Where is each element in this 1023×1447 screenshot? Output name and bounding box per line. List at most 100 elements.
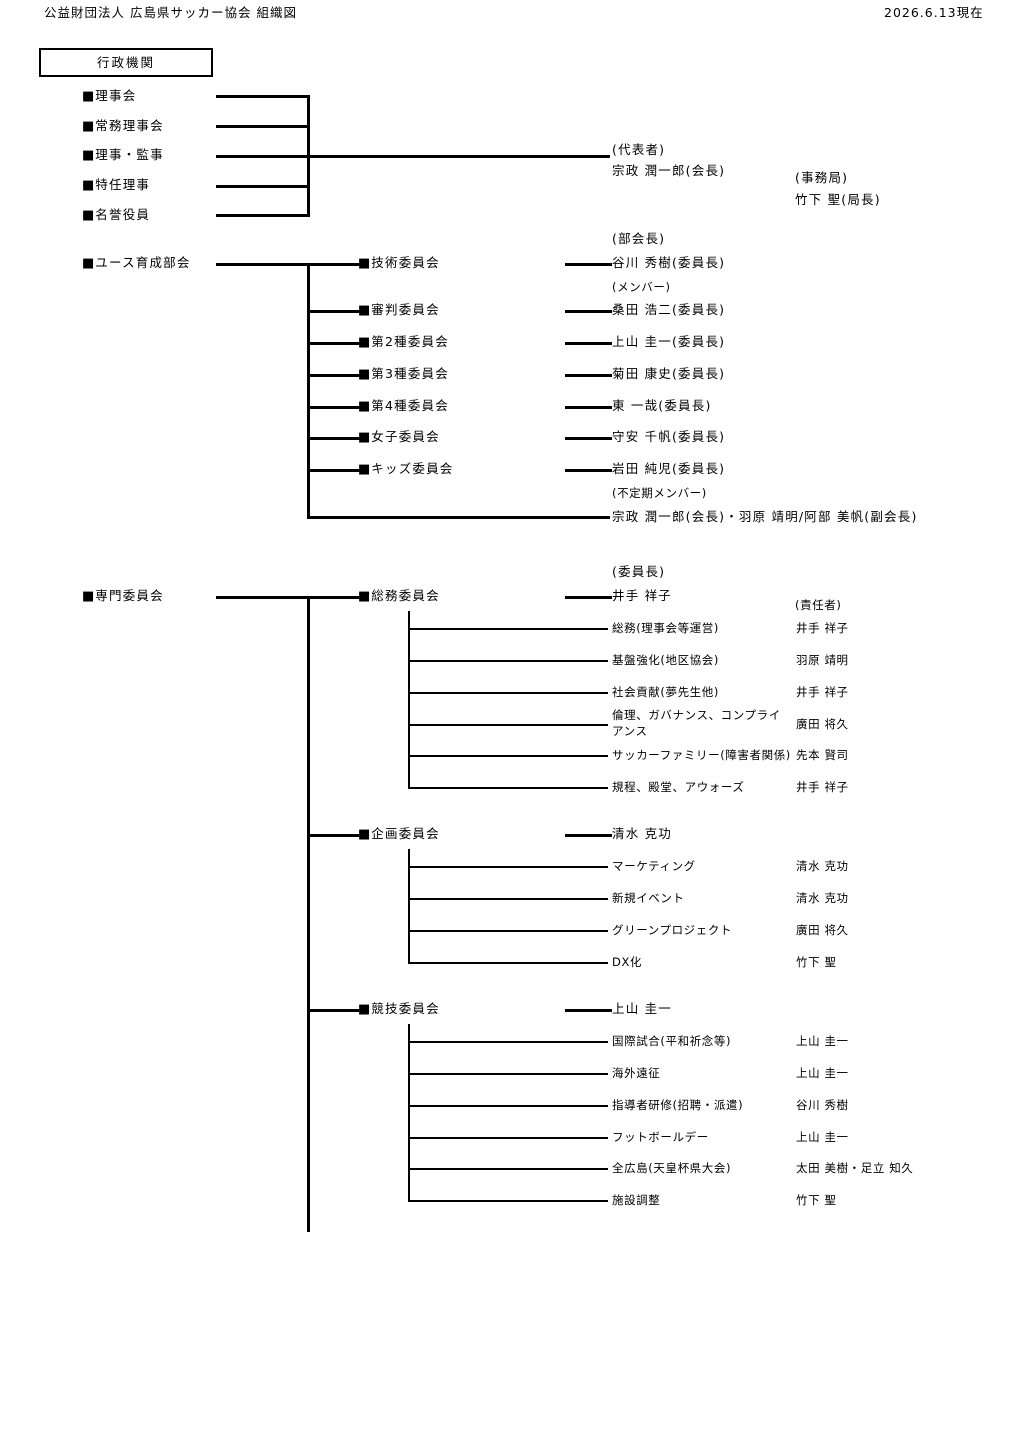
connector-line (408, 962, 608, 964)
task-name: 総務(理事会等運営) (612, 621, 719, 635)
connector-line (408, 1024, 410, 1202)
task-name: 基盤強化(地区協会) (612, 653, 719, 667)
youth-committee-name: 第3種委員会 (358, 367, 449, 382)
admin-item: 理事会 (82, 89, 136, 104)
connector-line (565, 834, 612, 837)
youth-section-label: ユース育成部会 (82, 256, 191, 271)
connector-line (307, 374, 361, 377)
connector-line (408, 724, 608, 726)
task-name: 新規イベント (612, 891, 685, 905)
connector-line (408, 1168, 608, 1170)
admin-box: 行政機関 (39, 48, 213, 77)
connector-line (307, 834, 361, 837)
youth-committee-name: 第4種委員会 (358, 399, 449, 414)
youth-committee-name: 技術委員会 (358, 256, 440, 271)
connector-line (408, 1105, 608, 1107)
specialist-committee-chair: 上山 圭一 (612, 1001, 672, 1016)
connector-line (307, 596, 310, 1232)
connector-line (408, 866, 608, 868)
connector-line (307, 469, 361, 472)
youth-irregular-members: 宗政 潤一郎(会長)・羽原 靖明/阿部 美帆(副会長) (612, 509, 918, 524)
connector-line (307, 406, 361, 409)
specialist-committee-chair: 清水 克功 (612, 826, 672, 841)
specialist-committee-chair: 井手 祥子 (612, 588, 672, 603)
task-name: 規程、殿堂、アウォーズ (612, 780, 745, 794)
connector-line (216, 185, 309, 188)
connector-line (307, 1009, 361, 1012)
task-name: 倫理、ガバナンス、コンプライ (612, 708, 781, 722)
youth-committee-name: 審判委員会 (358, 303, 440, 318)
office-heading: (事務局) (795, 170, 849, 185)
admin-item: 理事・監事 (82, 148, 164, 163)
specialist-committee-name: 競技委員会 (358, 1002, 440, 1017)
task-person: 井手 祥子 (796, 685, 849, 699)
task-person: 清水 克功 (796, 859, 849, 873)
youth-committee-name: 女子委員会 (358, 430, 440, 445)
youth-committee-name: キッズ委員会 (358, 462, 454, 477)
connector-line (408, 1200, 608, 1202)
task-person: 上山 圭一 (796, 1130, 849, 1144)
youth-chief-heading: (部会長) (612, 231, 666, 246)
connector-line (408, 1137, 608, 1139)
connector-line (408, 898, 608, 900)
specialist-chair-heading: (委員長) (612, 564, 666, 579)
task-name: 社会貢献(夢先生他) (612, 685, 719, 699)
connector-line (565, 406, 612, 409)
task-person: 竹下 聖 (796, 955, 837, 969)
task-person: 清水 克功 (796, 891, 849, 905)
task-person: 廣田 将久 (796, 717, 849, 731)
task-person: 羽原 靖明 (796, 653, 849, 667)
connector-line (565, 263, 612, 266)
connector-line (408, 930, 608, 932)
task-person: 上山 圭一 (796, 1034, 849, 1048)
admin-item: 特任理事 (82, 178, 150, 193)
specialist-resp-heading: (責任者) (795, 598, 842, 612)
task-name: マーケティング (612, 859, 696, 873)
task-name: グリーンプロジェクト (612, 923, 733, 937)
youth-committee-name: 第2種委員会 (358, 335, 449, 350)
youth-committee-chair: 谷川 秀樹(委員長) (612, 255, 726, 270)
youth-member-heading: (メンバー) (612, 280, 671, 294)
connector-line (408, 692, 608, 694)
task-name: 国際試合(平和祈念等) (612, 1034, 732, 1048)
youth-committee-chair: 桑田 浩二(委員長) (612, 302, 726, 317)
specialist-committee-name: 企画委員会 (358, 827, 440, 842)
specialist-section-label: 専門委員会 (82, 589, 164, 604)
connector-line (408, 755, 608, 757)
task-name-cont: アンス (612, 724, 648, 738)
connector-line (565, 310, 612, 313)
as-of-date: 2026.6.13現在 (884, 5, 984, 20)
task-person: 廣田 将久 (796, 923, 849, 937)
connector-line (408, 1041, 608, 1043)
task-person: 井手 祥子 (796, 621, 849, 635)
rep-heading: (代表者) (612, 142, 666, 157)
specialist-committee-name: 総務委員会 (358, 589, 440, 604)
connector-line (565, 596, 612, 599)
connector-line (408, 660, 608, 662)
task-name: フットボールデー (612, 1130, 709, 1144)
connector-line (216, 263, 361, 266)
task-person: 竹下 聖 (796, 1193, 837, 1207)
connector-line (408, 849, 410, 964)
task-name: 全広島(天皇杯県大会) (612, 1161, 732, 1175)
connector-line (216, 155, 309, 158)
rep-name: 宗政 潤一郎(会長) (612, 163, 726, 178)
connector-line (408, 628, 608, 630)
task-person: 谷川 秀樹 (796, 1098, 849, 1112)
task-person: 太田 美樹・足立 知久 (796, 1161, 914, 1175)
youth-committee-chair: 東 一哉(委員長) (612, 398, 712, 413)
connector-line (565, 1009, 612, 1012)
task-name: 海外遠征 (612, 1066, 661, 1080)
task-person: 井手 祥子 (796, 780, 849, 794)
connector-line (307, 310, 361, 313)
task-name: DX化 (612, 955, 643, 969)
connector-line (565, 374, 612, 377)
connector-line (216, 596, 361, 599)
connector-line (565, 437, 612, 440)
youth-committee-chair: 守安 千帆(委員長) (612, 429, 726, 444)
youth-committee-chair: 上山 圭一(委員長) (612, 334, 726, 349)
task-name: 指導者研修(招聘・派遣) (612, 1098, 744, 1112)
connector-line (307, 437, 361, 440)
connector-line (307, 516, 610, 519)
